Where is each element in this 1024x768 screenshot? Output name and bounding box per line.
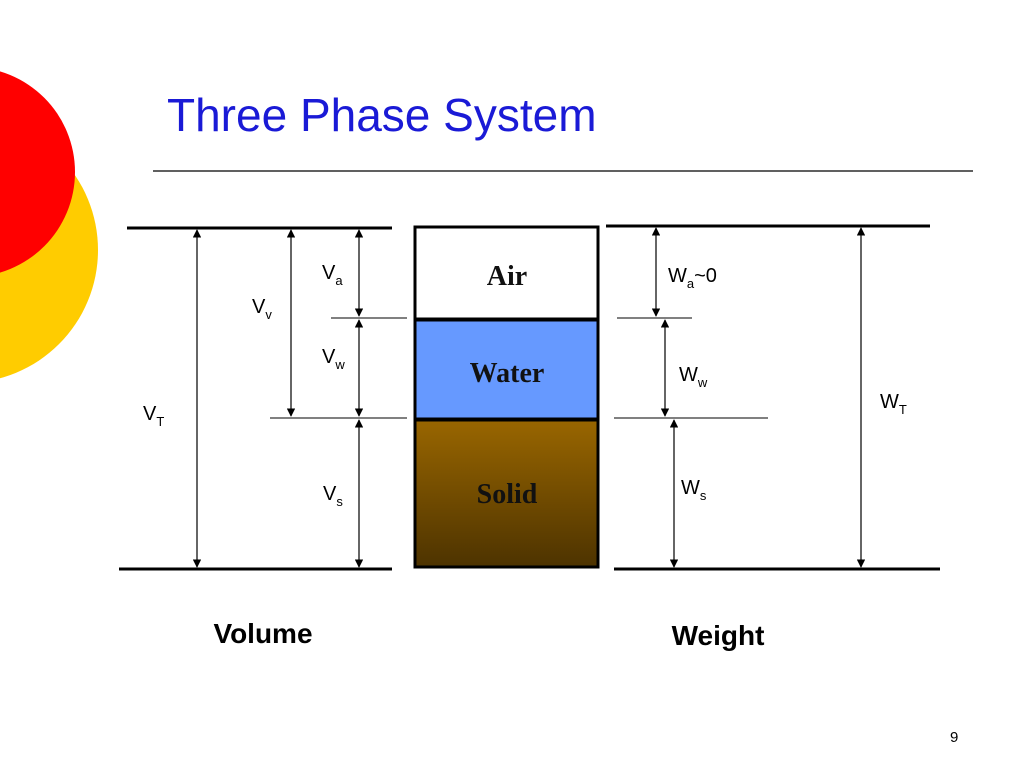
air-phase-box — [413, 225, 600, 321]
volume-air-label: Va — [322, 262, 343, 288]
decorative-red-circle — [0, 71, 75, 273]
solid-phase-label: Solid — [477, 479, 538, 510]
volume-water-label: Vw — [322, 346, 345, 372]
volume-total-label: VT — [143, 403, 164, 429]
volume-caption: Volume — [213, 618, 312, 649]
weight-solid-label: Ws — [681, 477, 707, 503]
water-phase-box — [413, 318, 600, 421]
solid-phase-box — [413, 418, 600, 569]
weight-caption: Weight — [672, 620, 765, 651]
weight-water-label: Ww — [679, 364, 708, 390]
page-number: 9 — [950, 729, 959, 746]
water-phase-label: Water — [470, 358, 545, 389]
weight-air-label: Wa~0 — [668, 265, 717, 291]
volume-solid-label: Vs — [323, 483, 343, 509]
slide-title: Three Phase System — [167, 89, 597, 141]
weight-total-label: WT — [880, 391, 907, 417]
volume-voids-label: Vv — [252, 296, 272, 322]
air-phase-label: Air — [487, 261, 527, 292]
